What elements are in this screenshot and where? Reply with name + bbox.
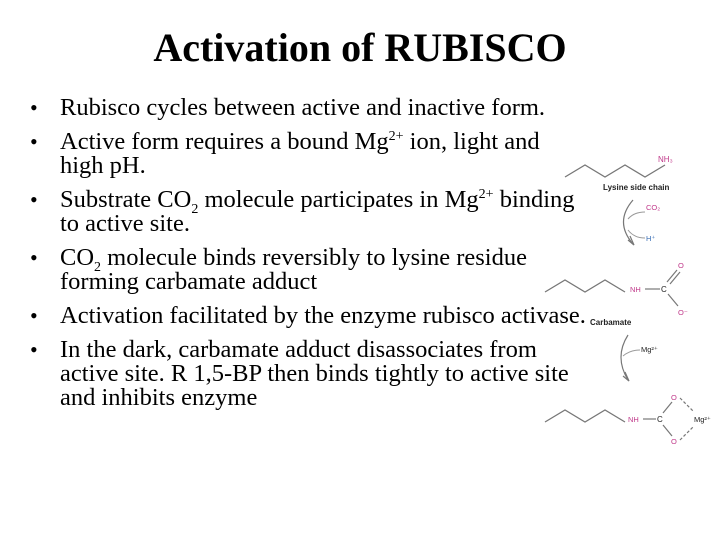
mg-in-arrow: [622, 349, 641, 357]
bullet-list: • Rubisco cycles between active and inact…: [28, 94, 588, 420]
reaction-arrow-1: [622, 199, 634, 245]
lysine-side-chain-label: Lysine side chain: [603, 183, 670, 192]
complex-c-label: C: [657, 415, 663, 424]
mg-label: Mg²⁺: [641, 345, 658, 354]
superscript: 2+: [478, 187, 494, 202]
complex-nh-label: NH: [628, 415, 639, 424]
bullet-text: In the dark, carbamate adduct disassocia…: [60, 336, 569, 411]
o-mg-bond-top: [679, 397, 695, 413]
carbamate-c-label: C: [661, 285, 667, 294]
complex-chain: [544, 409, 626, 423]
bullet-dot-icon: •: [30, 95, 38, 120]
carbamate-label: Carbamate: [590, 318, 632, 327]
bullet-text: Active form requires a bound Mg2+ ion, l…: [60, 128, 540, 179]
co2-in-arrow: [627, 211, 646, 220]
text-run: CO: [60, 244, 95, 271]
bullet-dot-icon: •: [30, 187, 38, 212]
reaction-arrow-2: [620, 334, 629, 381]
carbamate-o-minus-label: O⁻: [678, 308, 688, 317]
c-o-double-bond-b: [669, 271, 681, 285]
o-mg-bond-bottom: [679, 425, 695, 441]
bullet-dot-icon: •: [30, 245, 38, 270]
text-run: Rubisco cycles between active and inacti…: [60, 94, 546, 121]
bullet-text: CO2 molecule binds reversibly to lysine …: [60, 244, 527, 295]
h-plus-out-arrow: [627, 229, 646, 239]
c-o-minus-bond: [667, 293, 679, 307]
bullet-dot-icon: •: [30, 129, 38, 154]
text-run: Substrate CO: [60, 186, 192, 213]
bullet-text: Activation facilitated by the enzyme rub…: [60, 302, 586, 329]
complex-o-bottom-label: O: [671, 437, 677, 446]
text-run: Active form requires a bound Mg: [60, 128, 389, 155]
text-run: Activation facilitated by the enzyme rub…: [60, 302, 586, 329]
bullet-dot-icon: •: [30, 337, 38, 362]
bullet-text: Substrate CO2 molecule participates in M…: [60, 186, 575, 237]
complex-c-o-bottom-bond: [662, 424, 673, 437]
text-run: ion, light and high pH.: [60, 128, 540, 179]
nh3-label: NH₃: [658, 155, 673, 164]
bullet-text: Rubisco cycles between active and inacti…: [60, 94, 545, 121]
complex-o-top-label: O: [671, 393, 677, 402]
carbamate-chain: [544, 279, 626, 293]
subscript: 2: [191, 202, 199, 217]
reaction-arrow-2-head: [622, 371, 630, 382]
complex-c-o-top-bond: [662, 401, 673, 414]
lysine-chain: [564, 164, 666, 178]
h-plus-label: H⁺: [646, 234, 655, 243]
carbamate-o-label: O: [678, 261, 684, 270]
bullet-item: • Rubisco cycles between active and inact…: [28, 94, 588, 121]
reaction-arrow-1-head: [627, 235, 635, 246]
text-run: binding to active site.: [60, 186, 575, 237]
text-run: In the dark, carbamate adduct disassocia…: [60, 336, 569, 411]
bullet-item: • CO2 molecule binds reversibly to lysine…: [28, 244, 588, 295]
superscript: 2+: [388, 129, 404, 144]
bullet-item: • Activation facilitated by the enzyme ru…: [28, 302, 588, 329]
bullet-item: • In the dark, carbamate adduct disassoci…: [28, 336, 588, 411]
bullet-item: • Substrate CO2 molecule participates in …: [28, 186, 588, 237]
slide-title: Activation of RUBISCO: [153, 25, 567, 70]
bullet-dot-icon: •: [30, 303, 38, 328]
carbamate-nh-label: NH: [630, 285, 641, 294]
c-o-double-bond-a: [666, 269, 678, 283]
text-run: molecule binds reversibly to lysine resi…: [60, 244, 527, 295]
bullet-item: • Active form requires a bound Mg2+ ion, …: [28, 128, 588, 179]
co2-label: CO₂: [646, 203, 660, 212]
complex-mg-label: Mg²⁺: [694, 415, 711, 424]
text-run: molecule participates in Mg: [198, 186, 479, 213]
